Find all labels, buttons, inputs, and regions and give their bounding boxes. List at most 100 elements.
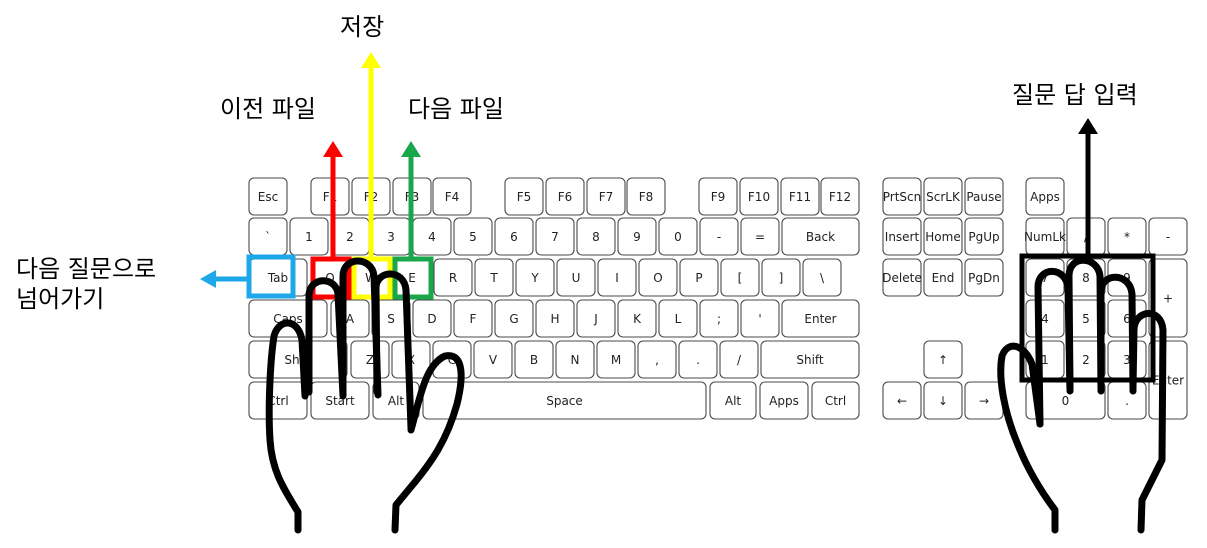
key-y[interactable]: Y <box>515 258 555 297</box>
key-down[interactable]: ↓ <box>923 381 963 420</box>
key-f9[interactable]: F9 <box>698 177 738 216</box>
key-back[interactable]: Back <box>781 217 860 256</box>
key-9[interactable]: 9 <box>617 217 657 256</box>
key-minus[interactable]: - <box>699 217 739 256</box>
key-enter[interactable]: Enter <box>781 299 860 338</box>
key-label: 3 <box>387 230 395 244</box>
key-f7[interactable]: F7 <box>586 177 626 216</box>
key-label: Enter <box>804 312 836 326</box>
key-j[interactable]: J <box>576 299 616 338</box>
key-2[interactable]: 2 <box>330 217 370 256</box>
key-k[interactable]: K <box>617 299 657 338</box>
key-label: ] <box>779 271 784 285</box>
key-h[interactable]: H <box>535 299 575 338</box>
key-shift-left[interactable]: Shift <box>248 340 348 379</box>
key-right[interactable]: → <box>964 381 1004 420</box>
key-quote[interactable]: ' <box>740 299 780 338</box>
key-8[interactable]: 8 <box>576 217 616 256</box>
key-z[interactable]: Z <box>350 340 390 379</box>
key-label: 0 <box>1062 394 1070 408</box>
highlights <box>200 52 1156 383</box>
key-label: E <box>408 271 416 285</box>
key-o[interactable]: O <box>638 258 678 297</box>
key-label: Z <box>366 353 374 367</box>
key-slash[interactable]: / <box>719 340 759 379</box>
key-b[interactable]: B <box>514 340 554 379</box>
key-f5[interactable]: F5 <box>504 177 544 216</box>
key-7[interactable]: 7 <box>535 217 575 256</box>
key-5[interactable]: 5 <box>453 217 493 256</box>
key-3[interactable]: 3 <box>371 217 411 256</box>
key-pause[interactable]: Pause <box>964 177 1004 216</box>
key-pgup[interactable]: PgUp <box>964 217 1004 256</box>
key-n[interactable]: N <box>555 340 595 379</box>
key-label: 8 <box>1082 271 1090 285</box>
key-label: L <box>675 312 682 326</box>
key-up[interactable]: ↑ <box>923 340 963 379</box>
key-backtick[interactable]: ` <box>248 217 288 256</box>
key-m[interactable]: M <box>596 340 636 379</box>
key-6[interactable]: 6 <box>494 217 534 256</box>
key-shift-right[interactable]: Shift <box>760 340 860 379</box>
key-left[interactable]: ← <box>882 381 922 420</box>
key-f[interactable]: F <box>453 299 493 338</box>
key-home[interactable]: Home <box>923 217 963 256</box>
key-lbracket[interactable]: [ <box>720 258 760 297</box>
key-label: F7 <box>599 190 614 204</box>
key-prtscn[interactable]: PrtScn <box>882 177 922 216</box>
key-period-numpad[interactable]: . <box>1107 381 1147 420</box>
key-p[interactable]: P <box>679 258 719 297</box>
key-1[interactable]: 1 <box>289 217 329 256</box>
key-tab[interactable]: Tab <box>248 258 308 297</box>
key-equals[interactable]: = <box>740 217 780 256</box>
key-ctrl-right[interactable]: Ctrl <box>811 381 860 420</box>
key-label: . <box>1125 394 1129 408</box>
key-ctrl-left[interactable]: Ctrl <box>248 381 308 420</box>
key-f11[interactable]: F11 <box>780 177 820 216</box>
key-backslash[interactable]: \ <box>802 258 842 297</box>
key-f12[interactable]: F12 <box>820 177 860 216</box>
key-l[interactable]: L <box>658 299 698 338</box>
key-semicolon[interactable]: ; <box>699 299 739 338</box>
key-r[interactable]: R <box>433 258 473 297</box>
right-hand-ring <box>1097 273 1137 395</box>
key-t[interactable]: T <box>474 258 514 297</box>
key-i[interactable]: I <box>597 258 637 297</box>
key-rbracket[interactable]: ] <box>761 258 801 297</box>
key-caps[interactable]: Caps <box>248 299 328 338</box>
key-asterisk-numpad[interactable]: * <box>1107 217 1147 256</box>
key-comma[interactable]: , <box>637 340 677 379</box>
key-apps-numpad[interactable]: Apps <box>1025 177 1065 216</box>
key-3-numpad[interactable]: 3 <box>1107 340 1147 379</box>
key-delete[interactable]: Delete <box>882 258 922 297</box>
key-minus-numpad[interactable]: - <box>1148 217 1188 256</box>
key-d[interactable]: D <box>412 299 452 338</box>
key-label: = <box>755 230 765 244</box>
key-alt-right[interactable]: Alt <box>709 381 757 420</box>
key-f4[interactable]: F4 <box>432 177 472 216</box>
key-label: End <box>932 271 955 285</box>
key-period[interactable]: . <box>678 340 718 379</box>
key-numlk[interactable]: NumLk <box>1024 217 1066 256</box>
key-space[interactable]: Space <box>422 381 707 420</box>
key-4[interactable]: 4 <box>412 217 452 256</box>
key-apps[interactable]: Apps <box>759 381 809 420</box>
key-label: U <box>572 271 581 285</box>
key-label: F5 <box>517 190 532 204</box>
key-f10[interactable]: F10 <box>739 177 779 216</box>
key-label: ` <box>265 230 271 244</box>
key-pgdn[interactable]: PgDn <box>964 258 1004 297</box>
key-g[interactable]: G <box>494 299 534 338</box>
key-u[interactable]: U <box>556 258 596 297</box>
key-insert[interactable]: Insert <box>882 217 922 256</box>
key-v[interactable]: V <box>473 340 513 379</box>
key-f1[interactable]: F1 <box>310 177 350 216</box>
key-scrlk[interactable]: ScrLK <box>923 177 963 216</box>
key-end[interactable]: End <box>923 258 963 297</box>
key-0[interactable]: 0 <box>658 217 698 256</box>
key-f6[interactable]: F6 <box>545 177 585 216</box>
right-hand-middle <box>1065 256 1105 395</box>
key-esc[interactable]: Esc <box>248 177 288 216</box>
key-4-numpad[interactable]: 4 <box>1025 299 1065 338</box>
key-f8[interactable]: F8 <box>626 177 666 216</box>
